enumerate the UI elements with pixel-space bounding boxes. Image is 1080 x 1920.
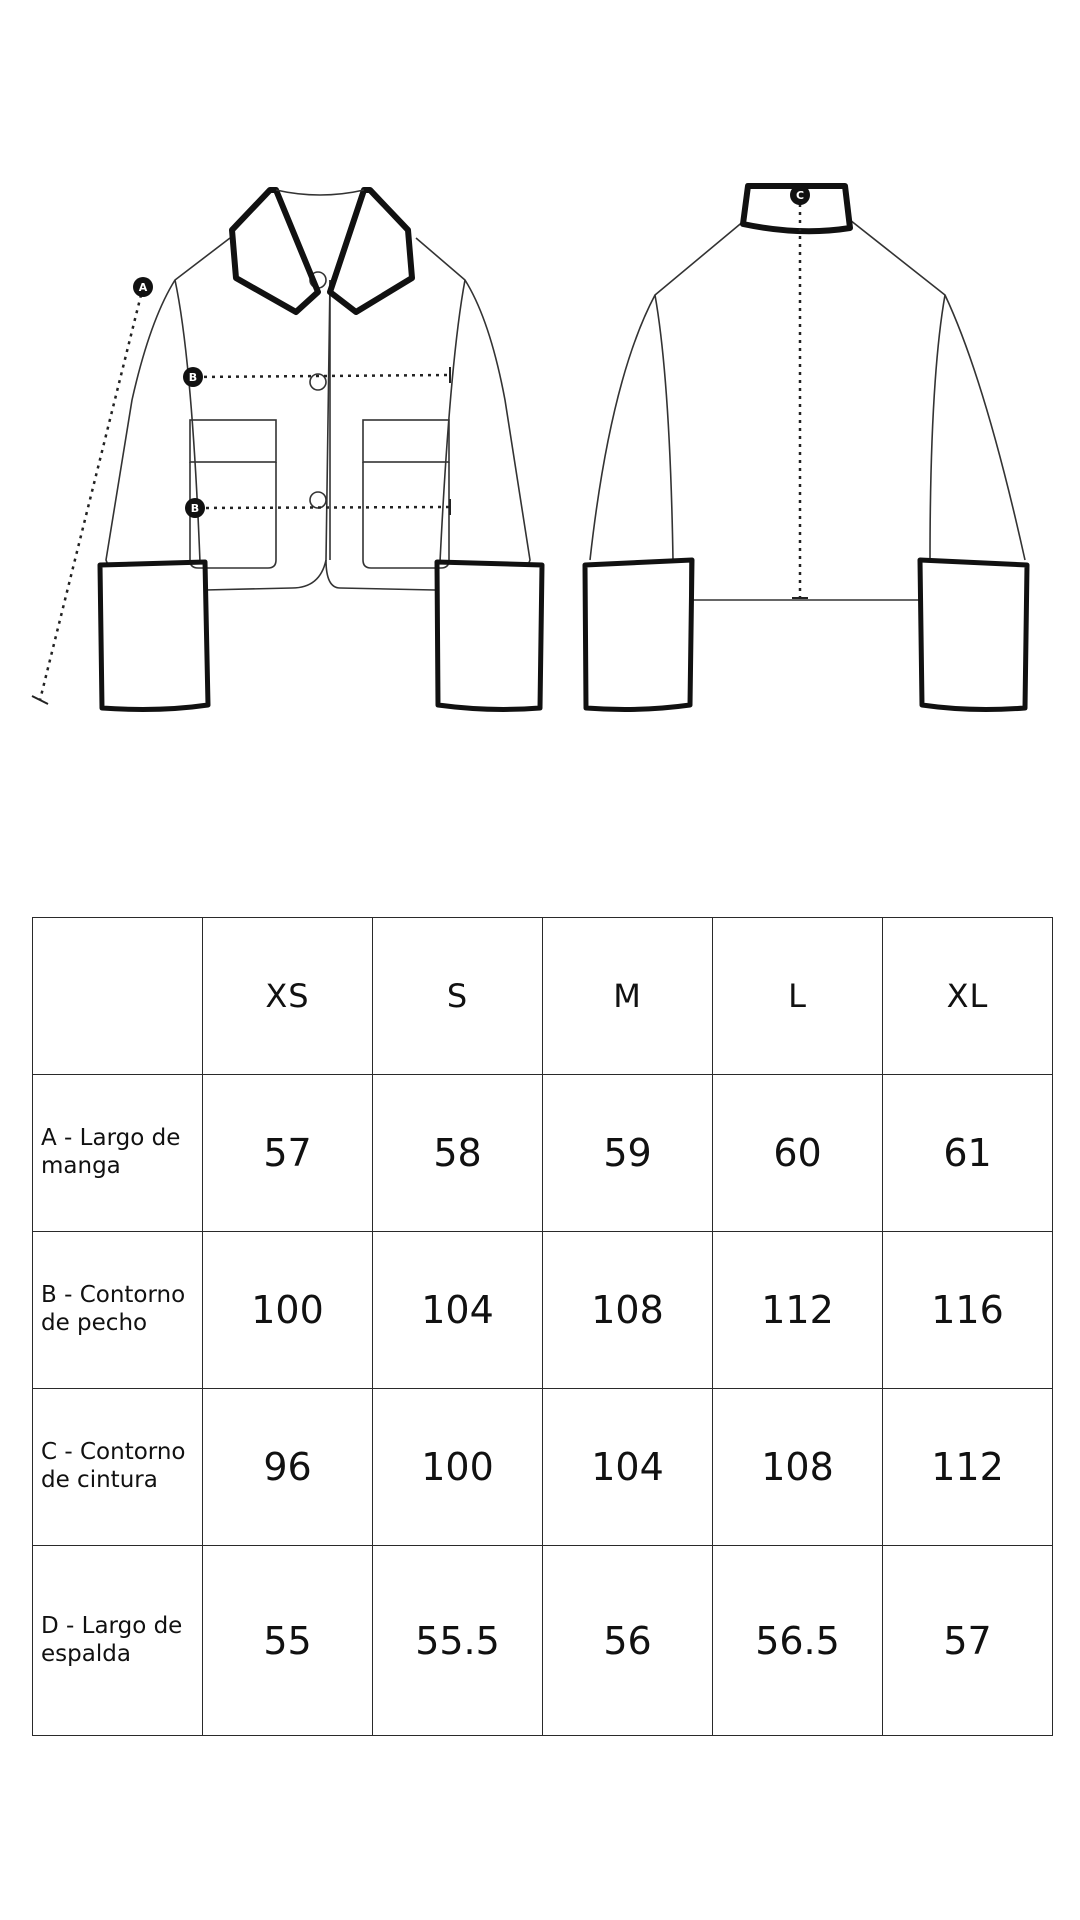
- jacket-front-view: [105, 237, 531, 591]
- marker-b-chest-icon: B: [183, 367, 203, 387]
- measurement-b-chest-line: [195, 367, 451, 383]
- table-cell: 56: [542, 1545, 713, 1736]
- measurement-b-waist-line: [197, 499, 451, 515]
- table-cell: 104: [542, 1388, 713, 1546]
- jacket-front-cuffs: [97, 559, 545, 712]
- size-header-m: M: [542, 917, 713, 1075]
- table-row-chest: B - Contorno de pecho 100 104 108 112 11…: [32, 1231, 1053, 1389]
- svg-text:B: B: [189, 371, 197, 384]
- table-corner-cell: [32, 917, 203, 1075]
- jacket-back-collar: [740, 183, 853, 235]
- jacket-front-neckline: [275, 189, 365, 196]
- measurement-c-line: [792, 196, 808, 599]
- measurement-a-line: [31, 286, 145, 705]
- size-header-xs: XS: [202, 917, 373, 1075]
- table-cell: 59: [542, 1074, 713, 1232]
- table-cell: 116: [882, 1231, 1053, 1389]
- row-label: B - Contorno de pecho: [32, 1231, 203, 1389]
- marker-b-waist-icon: B: [185, 498, 205, 518]
- table-cell: 104: [372, 1231, 543, 1389]
- jacket-back-cuffs: [582, 557, 1030, 712]
- row-label: C - Contorno de cintura: [32, 1388, 203, 1546]
- size-header-xl: XL: [882, 917, 1053, 1075]
- table-cell: 55: [202, 1545, 373, 1736]
- table-cell: 57: [202, 1074, 373, 1232]
- table-cell: 55.5: [372, 1545, 543, 1736]
- table-cell: 108: [712, 1388, 883, 1546]
- table-row-back-length: D - Largo de espalda 55 55.5 56 56.5 57: [32, 1545, 1053, 1736]
- table-cell: 56.5: [712, 1545, 883, 1736]
- table-row-sleeve-length: A - Largo de manga 57 58 59 60 61: [32, 1074, 1053, 1232]
- row-label: A - Largo de manga: [32, 1074, 203, 1232]
- table-cell: 57: [882, 1545, 1053, 1736]
- marker-c-icon: C: [790, 185, 810, 205]
- svg-text:C: C: [796, 189, 804, 202]
- svg-text:A: A: [139, 281, 148, 294]
- size-chart-table: XS S M L XL A - Largo de manga 57 58 59 …: [32, 917, 1053, 1736]
- table-cell: 61: [882, 1074, 1053, 1232]
- marker-a-icon: A: [133, 277, 153, 297]
- jacket-measurement-illustration: A B B C: [31, 183, 1030, 712]
- size-header-s: S: [372, 917, 543, 1075]
- table-cell: 100: [372, 1388, 543, 1546]
- table-cell: 96: [202, 1388, 373, 1546]
- table-cell: 112: [882, 1388, 1053, 1546]
- table-cell: 58: [372, 1074, 543, 1232]
- jacket-back-view: [589, 219, 1026, 601]
- jacket-front-collar: [229, 187, 415, 315]
- size-header-l: L: [712, 917, 883, 1075]
- table-row-waist: C - Contorno de cintura 96 100 104 108 1…: [32, 1388, 1053, 1546]
- size-header-row: XS S M L XL: [32, 917, 1053, 1075]
- table-cell: 108: [542, 1231, 713, 1389]
- table-cell: 100: [202, 1231, 373, 1389]
- row-label: D - Largo de espalda: [32, 1545, 203, 1736]
- table-cell: 112: [712, 1231, 883, 1389]
- table-cell: 60: [712, 1074, 883, 1232]
- svg-text:B: B: [191, 502, 199, 515]
